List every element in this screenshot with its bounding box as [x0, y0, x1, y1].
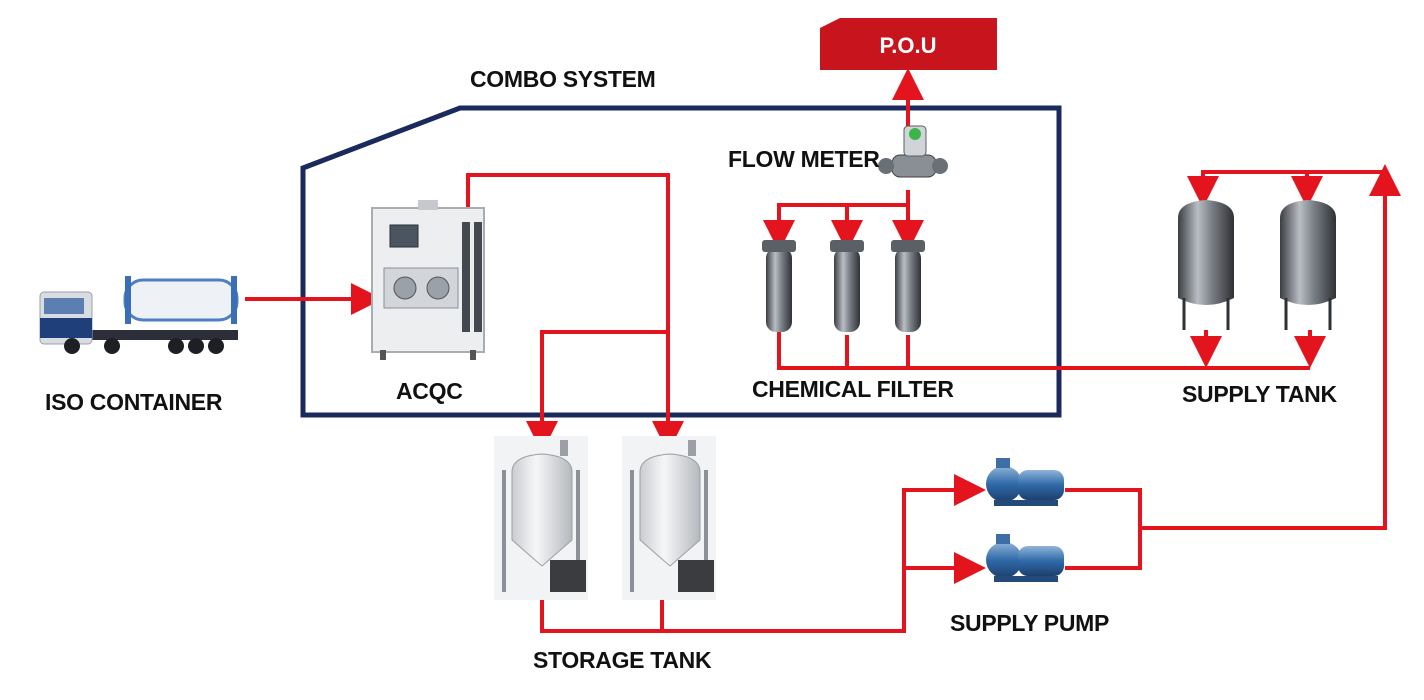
- supply-tank-icon: [1178, 200, 1234, 330]
- storage-tank-icon: [494, 436, 588, 600]
- supply-tank-label: SUPPLY TANK: [1182, 381, 1337, 407]
- supply-pump-icon: [986, 534, 1064, 582]
- chemical-filter-icon: [891, 240, 925, 332]
- supply-tank-group: [1178, 200, 1336, 330]
- combo-system-title: COMBO SYSTEM: [470, 66, 656, 92]
- iso-container-truck-icon: [39, 276, 239, 354]
- flow-meter-label: FLOW METER: [728, 146, 880, 172]
- storage-tank-label: STORAGE TANK: [533, 647, 712, 673]
- supply-pump-icon: [986, 458, 1064, 506]
- combo-system-frame: [300, 105, 1062, 418]
- storage-tank-group: [494, 436, 716, 600]
- supply-tank-icon: [1280, 200, 1336, 330]
- supply-pump-group: [986, 458, 1064, 582]
- chemical-filter-icon: [762, 240, 796, 332]
- chemical-filter-icon: [830, 240, 864, 332]
- pou-label: P.O.U: [879, 33, 936, 58]
- flow-meter-icon: [878, 125, 948, 178]
- storage-tank-icon: [622, 436, 716, 600]
- supply-pump-label: SUPPLY PUMP: [950, 610, 1110, 636]
- chemical-filter-label: CHEMICAL FILTER: [752, 376, 954, 402]
- pou-box: P.O.U: [820, 18, 997, 70]
- acqc-label: ACQC: [396, 378, 463, 404]
- iso-container-label: ISO CONTAINER: [45, 389, 223, 415]
- chemical-filter-group: [762, 240, 925, 332]
- acqc-machine-icon: [371, 200, 485, 360]
